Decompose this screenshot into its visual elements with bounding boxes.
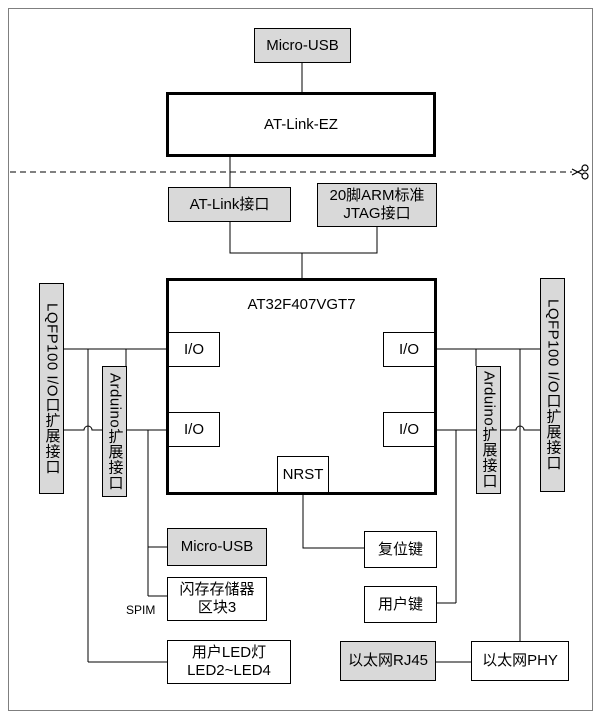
io-left-bottom: I/O [168,412,220,447]
io-right-bottom: I/O [383,412,435,447]
mcu-block: AT32F407VGT7 [166,278,437,495]
ethernet-rj45-label: 以太网RJ45 [347,652,429,669]
micro-usb-top-label: Micro-USB [266,36,339,54]
lqfp-right-block: LQFP100 I/O口扩展接口 [540,278,565,492]
flash-label-line1: 闪存存储器 [179,581,255,598]
arduino-right-label: Arduino扩展接口 [480,371,498,489]
flash-block: 闪存存储器 区块3 [167,577,267,621]
ethernet-rj45-block: 以太网RJ45 [340,641,436,681]
io-left-bottom-label: I/O [183,420,204,438]
led-label-line2: LED2~LED4 [187,662,271,679]
user-key-label: 用户键 [377,595,423,613]
jtag-block: 20脚ARM标准 JTAG接口 [317,183,437,227]
micro-usb-bottom-label: Micro-USB [180,538,254,555]
io-right-top: I/O [383,332,435,367]
user-key-block: 用户键 [364,586,437,623]
io-left-top: I/O [168,332,220,367]
led-block: 用户LED灯 LED2~LED4 [167,640,291,684]
at-link-ez-block: AT-Link-EZ [166,92,436,157]
lqfp-left-block: LQFP100 I/O口扩展接口 [39,283,64,494]
nrst-block: NRST [277,456,329,493]
spim-label: SPIM [126,603,156,617]
jtag-label-line1: 20脚ARM标准 [329,187,425,204]
jtag-label-line2: JTAG接口 [343,205,411,222]
io-right-bottom-label: I/O [398,420,419,438]
at-link-port-block: AT-Link接口 [168,187,291,222]
micro-usb-top-block: Micro-USB [254,28,351,63]
reset-key-label: 复位键 [377,540,423,558]
at-link-port-label: AT-Link接口 [189,195,270,213]
led-label-line1: 用户LED灯 [191,644,267,661]
at-link-ez-label: AT-Link-EZ [264,115,338,133]
reset-key-block: 复位键 [364,531,437,568]
io-left-top-label: I/O [183,340,204,358]
flash-label-line2: 区块3 [197,599,237,616]
mcu-label: AT32F407VGT7 [247,296,356,313]
wire-debug-join [229,222,378,254]
arduino-left-block: Arduino扩展接口 [102,366,127,497]
ethernet-phy-block: 以太网PHY [471,641,569,681]
ethernet-phy-label: 以太网PHY [482,652,558,669]
diagram-frame [8,8,593,711]
io-right-top-label: I/O [398,340,419,358]
wire-reset [302,493,364,549]
arduino-left-label: Arduino扩展接口 [106,372,124,491]
scissors-icon [571,164,589,180]
arduino-right-block: Arduino扩展接口 [476,366,501,494]
nrst-label: NRST [282,465,324,483]
lqfp-right-label: LQFP100 I/O口扩展接口 [544,299,562,471]
lqfp-left-label: LQFP100 I/O口扩展接口 [43,302,61,475]
micro-usb-bottom-block: Micro-USB [167,528,267,566]
